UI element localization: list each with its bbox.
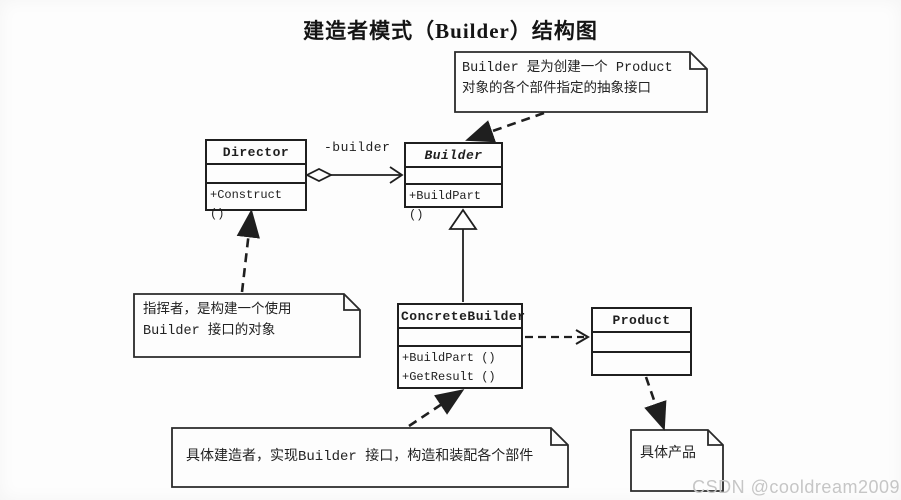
note-director-text: 指挥者，是构建一个使用 Builder 接口的对象 [143, 300, 292, 342]
class-attrs-concretebuilder [399, 329, 521, 347]
note-director-outline [134, 294, 360, 357]
note-builder-fold-icon [690, 52, 707, 69]
method-buildpart: +BuildPart () [409, 189, 482, 222]
class-attrs-director [207, 165, 305, 184]
note-product-outline [631, 430, 723, 491]
aggregation-role-label: -builder [324, 140, 391, 155]
note-director-line2: Builder 接口的对象 [143, 324, 276, 339]
note-concretebuilder-fold-icon [551, 428, 568, 445]
note-builder-text: Builder 是为创建一个 Product 对象的各个部件指定的抽象接口 [462, 58, 673, 100]
class-name-concretebuilder: ConcreteBuilder [399, 305, 525, 329]
class-box-product: Product [591, 307, 692, 376]
method-getresult: +GetResult () [402, 370, 496, 384]
class-methods-product [593, 353, 690, 374]
class-attrs-product [593, 333, 690, 353]
class-attrs-builder [406, 168, 501, 185]
note-link-director [236, 208, 260, 292]
aggregation-open-arrow-icon [390, 167, 402, 183]
class-name-product: Product [593, 309, 690, 333]
note-builder-outline [455, 52, 707, 112]
method-buildpart-concrete: +BuildPart () [402, 351, 496, 365]
class-box-builder: Builder +BuildPart () [404, 142, 503, 222]
note-product-text: 具体产品 [640, 446, 696, 462]
csdn-watermark: CSDN @cooldream2009 [692, 477, 900, 497]
note-director-fold-icon [344, 294, 360, 310]
note-concretebuilder-text: 具体建造者，实现Builder 接口，构造和装配各个部件 [186, 449, 534, 465]
class-name-director: Director [207, 141, 305, 165]
note-link-builder [465, 113, 544, 143]
aggregation-diamond-icon [307, 169, 331, 181]
diagram-title: 建造者模式（Builder）结构图 [303, 19, 598, 43]
method-construct: +Construct () [210, 188, 283, 221]
note-link-product [644, 377, 667, 431]
note-product-fold-icon [708, 430, 723, 445]
class-box-concretebuilder: ConcreteBuilder +BuildPart () +GetResult… [397, 303, 525, 389]
dependency-open-arrow-icon [576, 330, 588, 344]
note-builder-line2: 对象的各个部件指定的抽象接口 [462, 82, 651, 97]
note-link-concretebuilder [409, 389, 465, 426]
note-builder-line1: Builder 是为创建一个 Product [462, 61, 673, 76]
note-concretebuilder-outline [172, 428, 568, 487]
inheritance-triangle-icon [450, 210, 476, 229]
note-director-line1: 指挥者，是构建一个使用 [143, 303, 292, 318]
class-box-director: Director +Construct () [205, 139, 307, 221]
class-name-builder: Builder [406, 144, 501, 168]
